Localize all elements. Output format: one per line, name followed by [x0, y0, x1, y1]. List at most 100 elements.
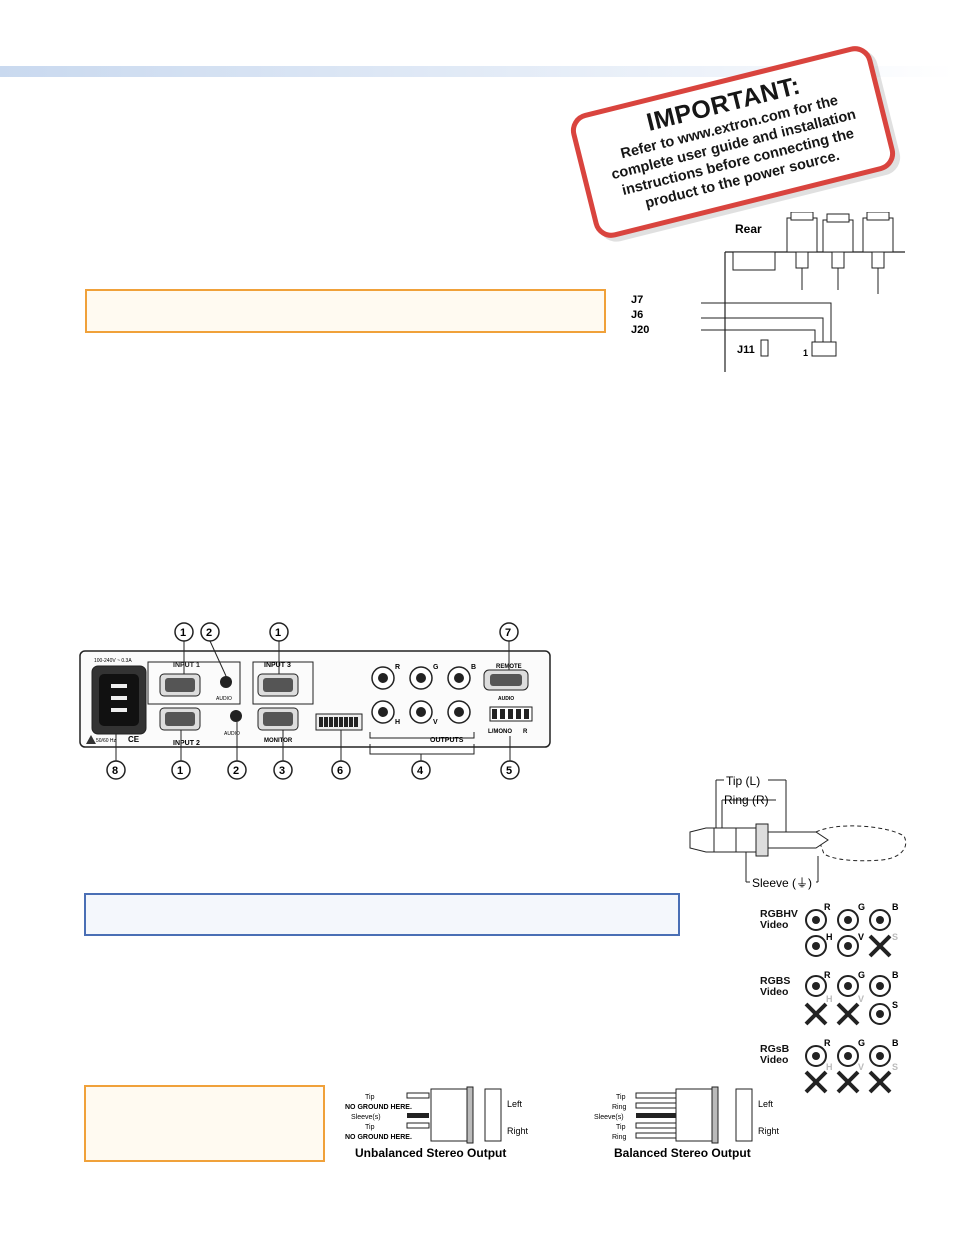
r-label: R: [523, 729, 528, 735]
bnc-connector-3: [862, 212, 894, 294]
callout-numbers: [106, 622, 520, 780]
callout-2a: 2: [206, 627, 212, 639]
rgbs-name: RGBS: [760, 975, 791, 987]
callout-4: 4: [417, 765, 424, 777]
important-stamp: IMPORTANT: Refer to www.extron.com for t…: [560, 40, 900, 242]
rgsb-name: RGsB: [760, 1043, 790, 1055]
bal-left: Left: [758, 1099, 774, 1109]
j11-label: J11: [737, 344, 755, 356]
audio-out-label: AUDIO: [498, 696, 514, 702]
bal-wire-4: Tip: [616, 1124, 626, 1131]
unbal-wire-1: Tip: [365, 1094, 375, 1101]
rgbhv-h: H: [826, 932, 833, 942]
rgsb-r: R: [824, 1038, 831, 1048]
note-callout-box: [85, 289, 606, 333]
input2-label: INPUT 2: [173, 740, 200, 747]
unbal-wire-5: NO GROUND HERE.: [345, 1134, 412, 1141]
bnc-output-group: [371, 666, 471, 724]
power-rating-label: 100-240V ~ 0.3A: [94, 658, 132, 664]
header-band: [0, 66, 954, 77]
input1-audio-jack: [220, 676, 232, 688]
bnc-v-label: V: [433, 719, 438, 726]
rgbhv-label: RGBHV Video: [760, 909, 798, 931]
callout-1c: 1: [177, 765, 183, 777]
callout-7: 7: [505, 627, 511, 639]
rgbs-sub: Video: [760, 986, 789, 998]
rgbs-s: S: [892, 1000, 898, 1010]
caution-callout-box: [84, 1085, 325, 1162]
rgbhv-s: S: [892, 932, 898, 942]
tip-callout-box: [84, 893, 680, 936]
input1-vga-port: [159, 673, 201, 697]
unbal-caption: Unbalanced Stereo Output: [355, 1146, 506, 1160]
audio-output-terminal: [489, 706, 533, 722]
rgsb-v: V: [858, 1062, 864, 1072]
j20-label: J20: [631, 324, 649, 336]
stereo-plug-diagram: Tip (L) Ring (R) Sleeve (⏚): [689, 774, 907, 890]
bal-wire-1: Tip: [616, 1094, 626, 1101]
unbal-right: Right: [507, 1126, 529, 1136]
bal-wire-2: Ring: [612, 1104, 627, 1111]
input3-label: INPUT 3: [264, 662, 291, 669]
balanced-output-diagram: Tip Ring Sleeve(s) Tip Ring Left Right B…: [594, 1086, 780, 1160]
bnc-h-label: H: [395, 719, 400, 726]
ring-label: Ring (R): [724, 793, 769, 807]
rgbs-bnc-set: [804, 975, 891, 1026]
rgbs-g: G: [858, 970, 865, 980]
rgsb-bnc-set: [804, 1045, 892, 1094]
monitor-label: MONITOR: [264, 738, 293, 744]
rgbs-label: RGBS Video: [760, 976, 790, 998]
rgbhv-name: RGBHV: [760, 908, 798, 920]
bnc-connector-2: [822, 213, 854, 290]
input1-audio-label: AUDIO: [216, 696, 232, 702]
rgbs-b: B: [892, 970, 899, 980]
tip-label: Tip (L): [726, 774, 760, 788]
callout-2b: 2: [233, 765, 239, 777]
bal-caption: Balanced Stereo Output: [614, 1146, 751, 1160]
rgbs-r: R: [824, 970, 831, 980]
input2-audio-label: AUDIO: [224, 731, 240, 737]
pin1-label: 1: [803, 348, 808, 358]
callout-1b: 1: [275, 627, 281, 639]
bal-right: Right: [758, 1126, 780, 1136]
video-bnc-grid: R G B H V S R G B H V S R G B H V S: [804, 902, 899, 1094]
input1-label: INPUT 1: [173, 662, 200, 669]
j6-label: J6: [631, 309, 643, 321]
rear-label: Rear: [735, 222, 762, 236]
bnc-b-label: B: [471, 664, 476, 671]
bnc-g-label: G: [433, 664, 439, 671]
rear-panel-diagram: 100-240V ~ 0.3A 50/60 Hz CE INPUT 1 AUDI…: [79, 622, 551, 780]
rgbs-h: H: [826, 994, 833, 1004]
callout-1a: 1: [180, 627, 186, 639]
hz-label: 50/60 Hz: [96, 738, 117, 744]
rgsb-h: H: [826, 1062, 833, 1072]
rgbhv-v: V: [858, 932, 864, 942]
input3-vga-port: [257, 673, 299, 697]
outputs-label: OUTPUTS: [430, 737, 464, 744]
rgsb-s: S: [892, 1062, 898, 1072]
rgsb-b: B: [892, 1038, 899, 1048]
rgbhv-bnc-set: [805, 909, 892, 958]
bnc-connector-1: [786, 212, 818, 290]
unbal-left: Left: [507, 1099, 523, 1109]
unbalanced-output-diagram: Tip NO GROUND HERE. Sleeve(s) Tip NO GRO…: [345, 1086, 529, 1160]
callout-6: 6: [337, 765, 343, 777]
rgbs-v: V: [858, 994, 864, 1004]
bal-wire-3: Sleeve(s): [594, 1114, 624, 1121]
rgsb-label: RGsB Video: [760, 1044, 789, 1066]
remote-port: [483, 669, 529, 691]
bnc-r-label: R: [395, 664, 400, 671]
rgsb-g: G: [858, 1038, 865, 1048]
callout-5: 5: [506, 765, 512, 777]
callout-8: 8: [112, 765, 118, 777]
rgsb-sub: Video: [760, 1054, 789, 1066]
ce-mark: CE: [128, 735, 140, 744]
unbal-wire-3: Sleeve(s): [351, 1114, 381, 1121]
bal-wire-5: Ring: [612, 1134, 627, 1141]
j7-label: J7: [631, 294, 643, 306]
rgbhv-r: R: [824, 902, 831, 912]
rgbhv-g: G: [858, 902, 865, 912]
sleeve-label: Sleeve (⏚): [752, 876, 812, 890]
rgbhv-sub: Video: [760, 919, 789, 931]
callout-3: 3: [279, 765, 285, 777]
